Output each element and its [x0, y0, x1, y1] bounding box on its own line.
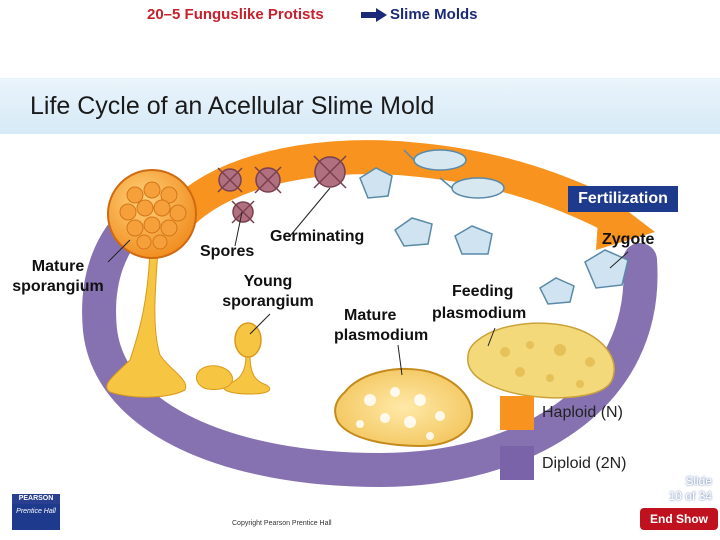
legend-swatch-haploid — [500, 396, 534, 430]
feeding-plasmodium-label-line2: plasmodium — [432, 304, 526, 324]
legend-swatch-diploid — [500, 446, 534, 480]
legend-label-diploid: Diploid (2N) — [542, 455, 626, 473]
mature-sporangium-label: Mature sporangium — [6, 257, 110, 297]
young-sporangium-head — [235, 323, 261, 357]
copyright-text: Copyright Pearson Prentice Hall — [232, 520, 332, 527]
slide-counter-line2: 10 of 34 — [660, 489, 712, 504]
slide-counter-line1: Slide — [660, 474, 712, 489]
zygote-cells — [540, 250, 628, 304]
slide-counter: Slide 10 of 34 — [660, 474, 712, 504]
plasmodium-blob-small — [197, 366, 233, 390]
mature-plasmodium — [335, 369, 472, 446]
feeding-plasmodium-label-line1: Feeding — [452, 282, 513, 302]
mature-sporangium-label-line2: sporangium — [6, 277, 110, 297]
legend-label-haploid: Haploid (N) — [542, 404, 623, 422]
publisher-logo-top: PEARSON — [12, 494, 60, 504]
mature-sporangium-label-line1: Mature — [6, 257, 110, 277]
germinating-label: Germinating — [270, 227, 364, 247]
young-sporangium-label-line1: Young — [212, 272, 324, 292]
fertilization-label: Fertilization — [568, 186, 678, 212]
mature-plasmodium-label-line1: Mature — [344, 306, 396, 326]
zygote-label: Zygote — [602, 230, 654, 250]
mature-plasmodium-label-line2: plasmodium — [334, 326, 428, 346]
young-sporangium-label-line2: sporangium — [212, 292, 324, 312]
spores-label: Spores — [200, 242, 254, 262]
young-sporangium-label: Young sporangium — [212, 272, 324, 312]
end-show-button[interactable]: End Show — [640, 508, 718, 530]
publisher-logo[interactable]: PEARSON Prentice Hall — [12, 494, 60, 530]
publisher-logo-name: Prentice Hall — [14, 507, 58, 516]
